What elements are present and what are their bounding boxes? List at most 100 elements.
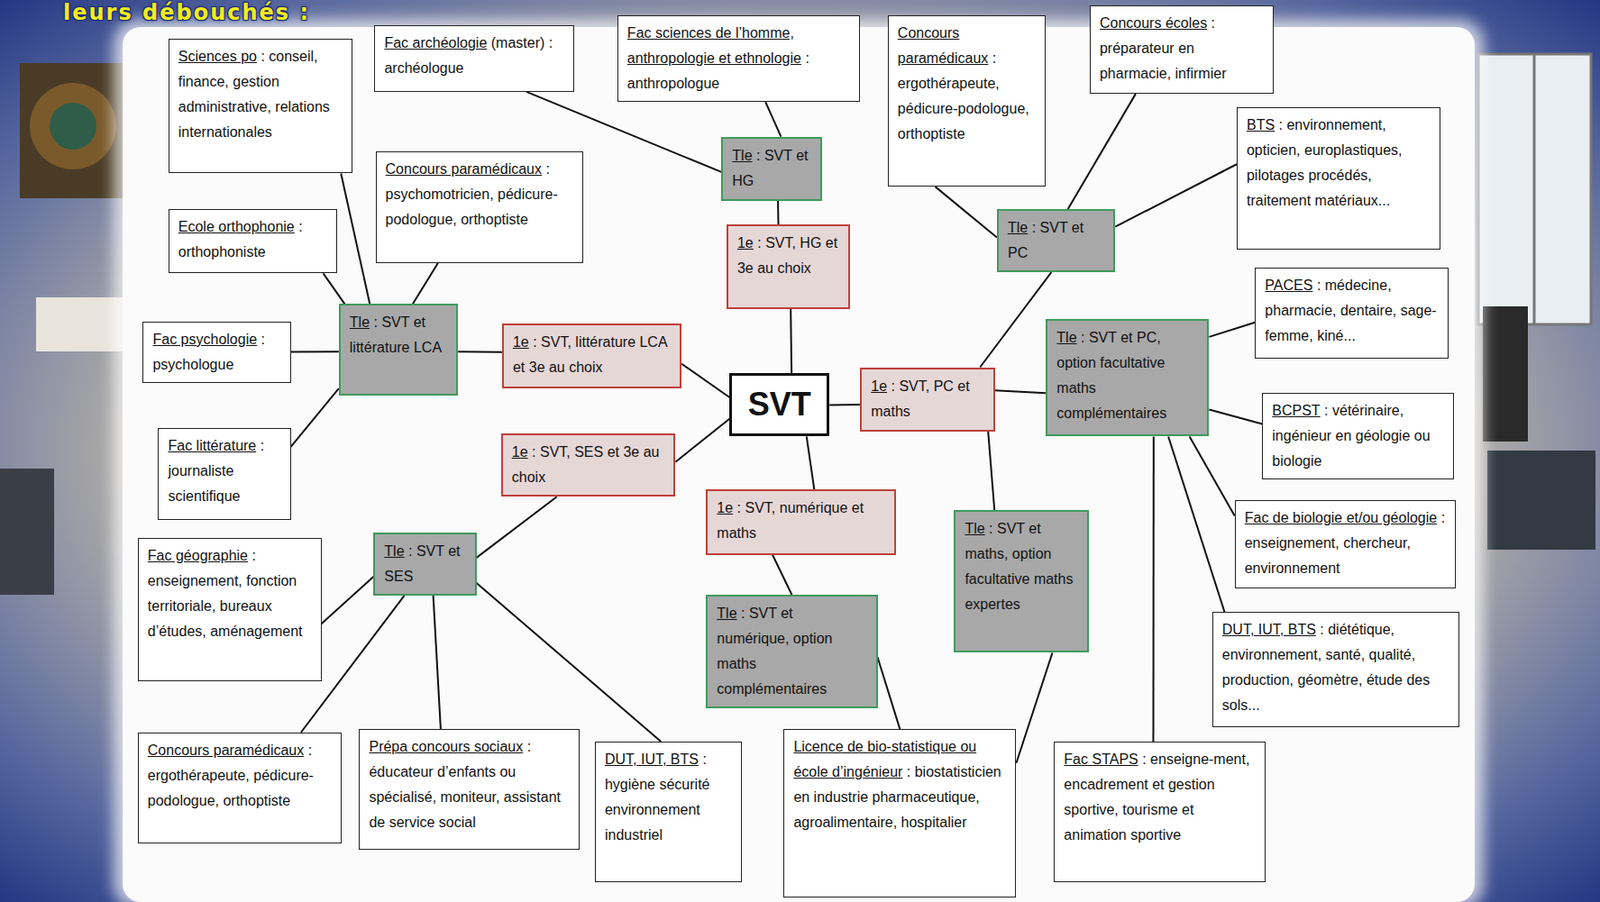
connector-line: [1189, 436, 1235, 516]
connector-line: [323, 273, 346, 304]
box-text-block: Fac de biologie et/ou géologie: enseigne…: [1244, 505, 1447, 582]
box-text-block: Tle: SVT et HG: [731, 143, 812, 194]
connector-line: [321, 576, 375, 624]
connector-line: [772, 555, 792, 595]
box-text-block: BTS: environnement, opticien, europlasti…: [1246, 112, 1431, 214]
box-heading: Fac archéologie: [384, 35, 487, 51]
connector-line: [877, 657, 901, 730]
box-text-block: 1e: SVT, HG et 3e au choix: [737, 230, 840, 282]
poster: [19, 63, 127, 199]
premiere-box: 1e: SVT, littérature LCA et 3e au choix: [502, 323, 682, 389]
monitor: [1487, 450, 1596, 550]
terminale-box: Tle: SVT et numérique, option maths comp…: [705, 594, 878, 709]
outcome-box: Prépa concours sociaux: éducateur d’enfa…: [358, 729, 580, 851]
monitor: [0, 468, 55, 595]
connector-line: [789, 309, 793, 374]
box-text-block: Prépa concours sociaux: éducateur d’enfa…: [368, 734, 570, 836]
box-heading: BCPST: [1271, 402, 1320, 419]
outcome-box: Ecole orthophonie: orthophoniste: [168, 209, 338, 274]
connector-line: [291, 350, 339, 353]
box-heading: Fac sciences de l’homme, anthropologie e…: [627, 25, 802, 66]
connector-line: [1115, 164, 1237, 227]
outcome-box: Concours paramédicaux: ergothérapeute, p…: [137, 732, 342, 844]
connector-line: [1152, 436, 1154, 741]
window-frame: [1533, 54, 1536, 325]
connector-line: [457, 350, 503, 353]
box-text-block: 1e: SVT, numérique et maths: [716, 495, 886, 547]
box-heading: 1e: [716, 500, 733, 516]
window: [1478, 54, 1591, 325]
box-heading: Concours paramédicaux: [897, 25, 989, 66]
box-heading: Tle: [731, 147, 752, 164]
box-heading: Fac de biologie et/ou géologie: [1244, 510, 1438, 526]
connector-line: [1015, 652, 1052, 763]
connector-line: [1068, 93, 1136, 210]
box-text-block: DUT, IUT, BTS: diététique, environnement…: [1222, 617, 1450, 719]
box-text-block: Tle: SVT et numérique, option maths comp…: [716, 601, 867, 703]
connector-line: [412, 263, 439, 304]
connector-line: [681, 364, 730, 398]
box-text-block: Fac sciences de l’homme, anthropologie e…: [627, 20, 851, 97]
connector-line: [1208, 410, 1262, 425]
outcome-box: Fac archéologie(master) : archéologue: [374, 25, 575, 92]
terminale-box: Tle: SVT et littérature LCA: [338, 303, 458, 396]
box-heading: Concours écoles: [1099, 15, 1207, 31]
connector-line: [979, 272, 1052, 367]
box-text-block: Concours écoles: préparateur en pharmaci…: [1099, 10, 1264, 87]
connector-line: [433, 595, 441, 730]
connector-line: [777, 201, 779, 225]
premiere-box: 1e: SVT, SES et 3e au choix: [501, 433, 677, 497]
panel-glow: [113, 19, 1484, 902]
box-heading: DUT, IUT, BTS: [604, 751, 699, 768]
box-text-block: Tle: SVT et PC: [1007, 215, 1105, 266]
box-text-block: Concours paramédicaux: ergothérapeute, p…: [897, 20, 1036, 147]
connector-line: [291, 388, 339, 448]
box-text-block: Tle: SVT et PC, option facultative maths…: [1056, 325, 1198, 427]
connector-line: [340, 173, 370, 304]
connector-line: [476, 496, 558, 558]
box-text-block: PACES: médecine, pharmacie, dentaire, sa…: [1264, 273, 1439, 349]
box-heading: Concours paramédicaux: [147, 742, 304, 759]
box-text: : SVT, numérique et maths: [716, 500, 864, 541]
box-text-block: 1e: SVT, PC et maths: [870, 374, 984, 425]
terminale-box: Tle: SVT et HG: [721, 137, 823, 202]
connector-line: [987, 431, 995, 511]
box-heading: Tle: [1007, 219, 1028, 236]
box-heading: Ecole orthophonie: [178, 219, 295, 235]
terminale-box: Tle: SVT et PC, option facultative maths…: [1045, 319, 1209, 437]
connector-line: [1208, 322, 1255, 338]
subject-box: SVT: [729, 373, 830, 437]
outcome-box: Fac sciences de l’homme, anthropologie e…: [617, 15, 860, 102]
outcome-box: Fac psychologie: psychologue: [142, 321, 291, 384]
box-heading: Tle: [716, 605, 737, 622]
slide-title: leurs débouchés :: [63, 0, 311, 26]
connector-line: [806, 436, 815, 490]
outcome-box: DUT, IUT, BTS: diététique, environnement…: [1212, 612, 1460, 728]
outcome-box: Concours paramédicaux: psychomotricien, …: [375, 151, 585, 265]
premiere-box: 1e: SVT, HG et 3e au choix: [726, 224, 851, 310]
box-heading: Prépa concours sociaux: [368, 739, 523, 755]
box-heading: Fac littérature: [167, 438, 256, 454]
terminale-box: Tle: SVT et maths, option facultative ma…: [953, 510, 1088, 653]
box-heading: Concours paramédicaux: [385, 161, 542, 177]
poster-figure: [29, 82, 117, 170]
box-heading: Tle: [1056, 329, 1077, 346]
outcome-box: Sciences po: conseil, finance, gestion a…: [168, 38, 353, 174]
box-text: SVT: [748, 385, 812, 423]
box-text: : SVT, littérature LCA et 3e au choix: [512, 334, 668, 375]
premiere-box: 1e: SVT, PC et maths: [859, 367, 995, 432]
outcome-box: Concours paramédicaux: ergothérapeute, p…: [887, 15, 1046, 187]
box-heading: BTS: [1246, 117, 1275, 133]
outcome-box: BTS: environnement, opticien, europlasti…: [1236, 107, 1441, 250]
connector-line: [995, 390, 1047, 394]
outcome-box: Fac STAPS: enseigne-ment, encadrement et…: [1053, 741, 1265, 883]
outcome-box: Fac de biologie et/ou géologie: enseigne…: [1234, 500, 1457, 589]
box-heading: PACES: [1264, 277, 1313, 293]
box-text-block: Fac STAPS: enseigne-ment, encadrement et…: [1063, 747, 1255, 849]
terminale-box: Tle: SVT et PC: [996, 209, 1116, 273]
box-heading: Tle: [964, 521, 985, 537]
box-text: : SVT, SES et 3e au choix: [512, 444, 660, 485]
premiere-box: 1e: SVT, numérique et maths: [705, 489, 896, 555]
